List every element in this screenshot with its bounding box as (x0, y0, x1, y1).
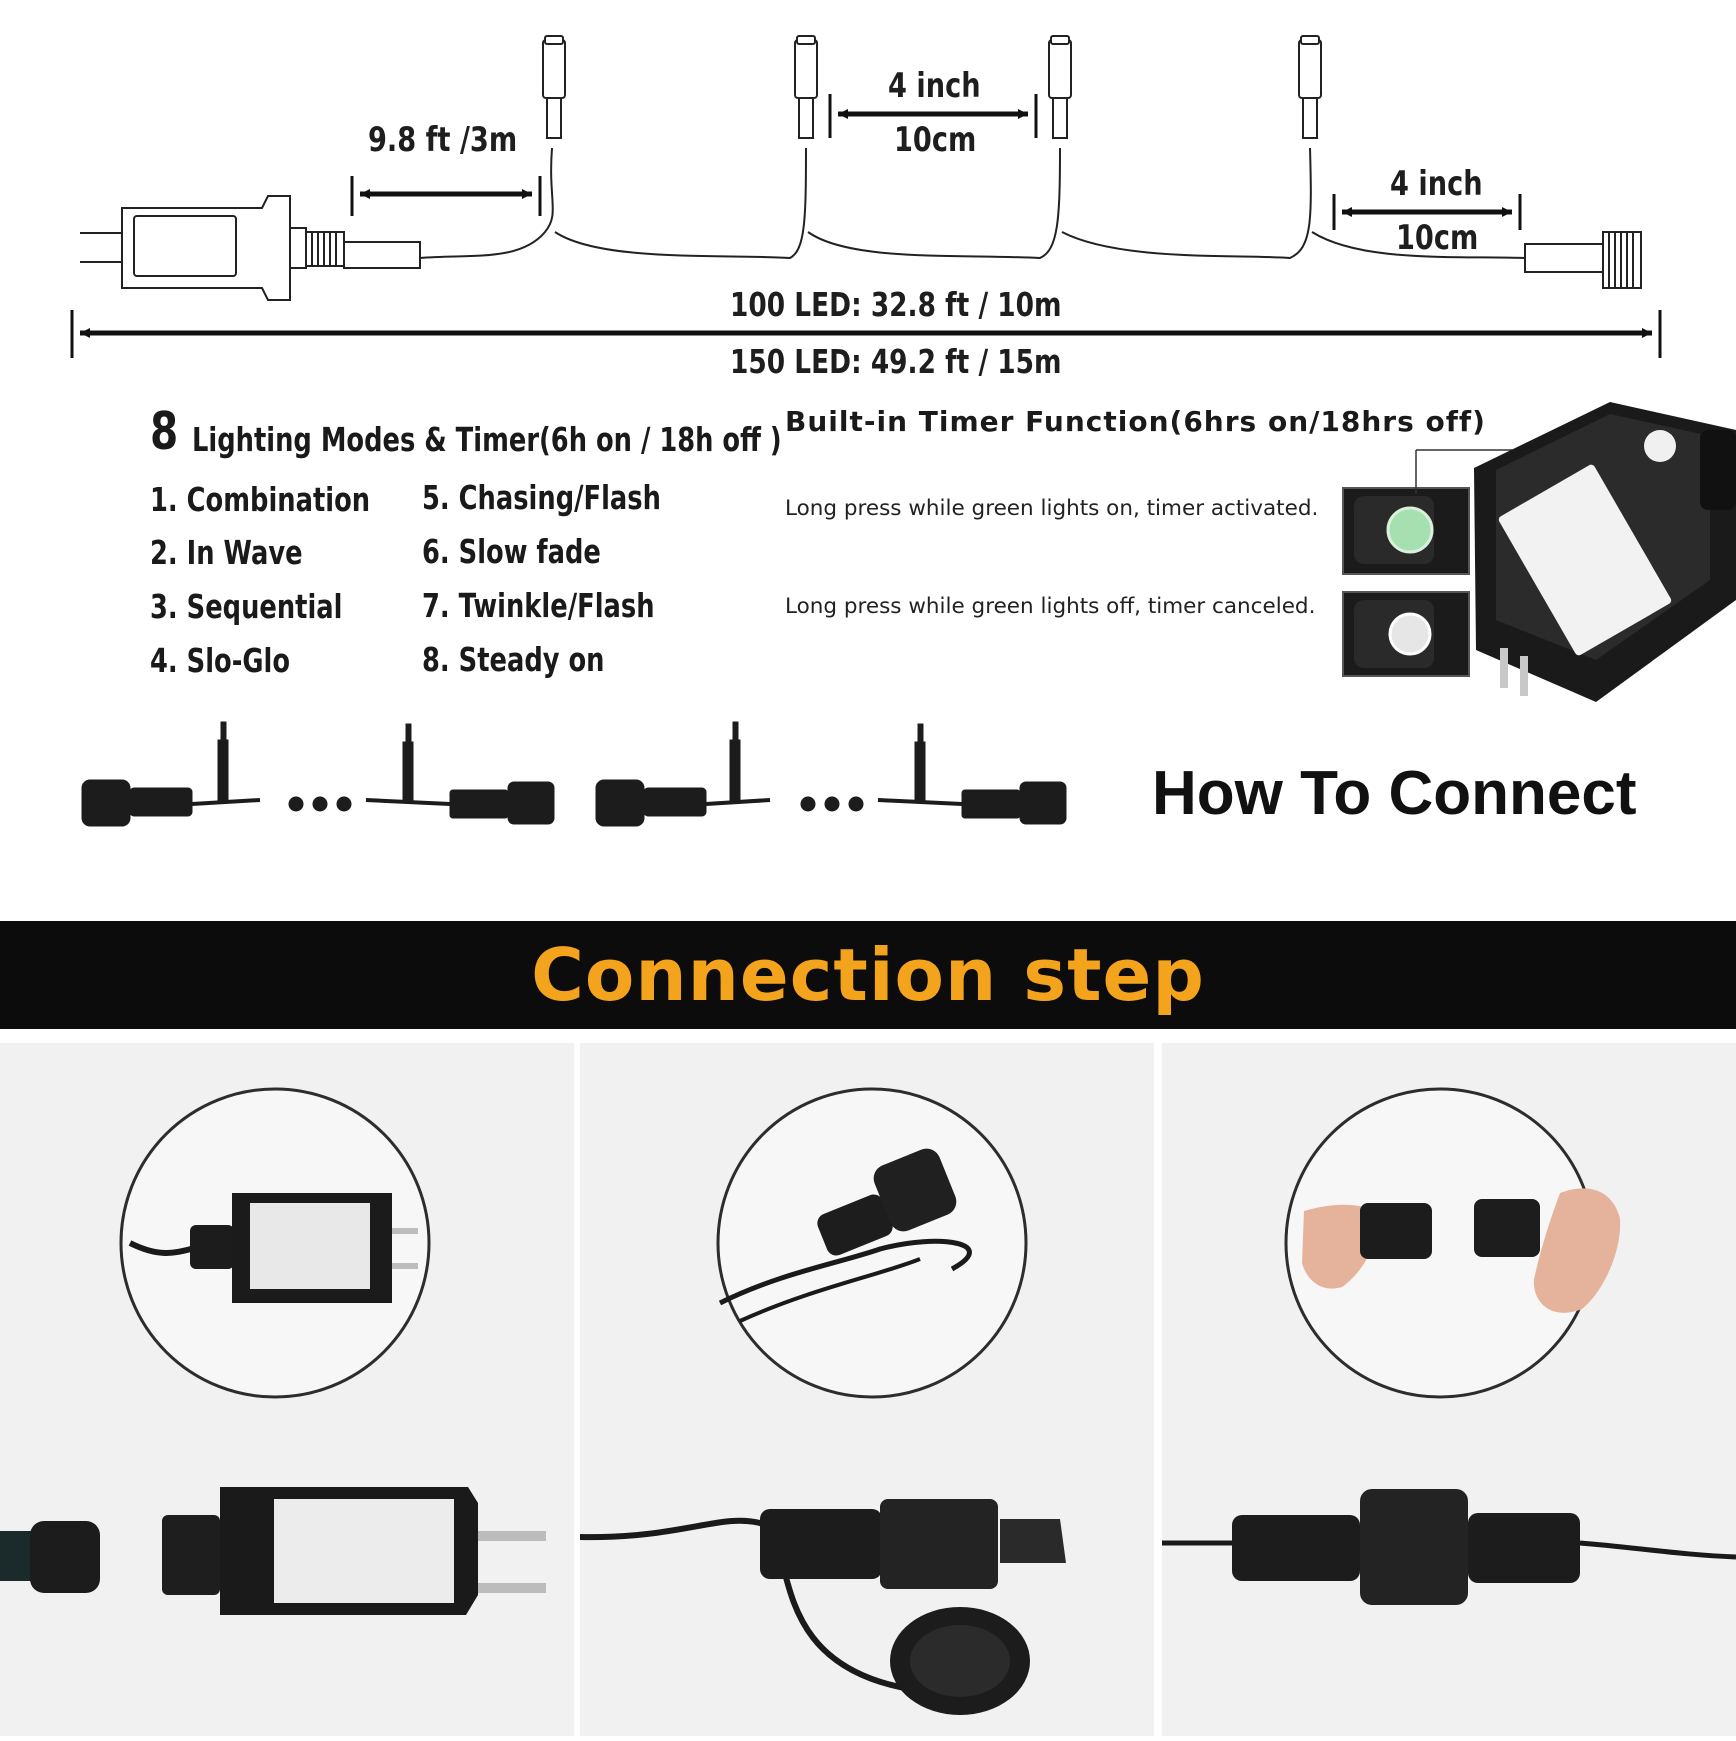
mode-item: 5. Chasing/Flash (422, 478, 661, 517)
power-adapter-icon (80, 195, 421, 301)
wire (419, 147, 1526, 260)
step-1-illustration (0, 1087, 546, 1615)
mode-item: 8. Steady on (422, 640, 605, 679)
step-3-panel (1162, 1043, 1736, 1736)
end-spacing-inch-label: 4 inch (1390, 164, 1483, 204)
mode-item: 4. Slo-Glo (150, 641, 291, 680)
bulb-icon (794, 35, 818, 139)
bulb-icon (1048, 35, 1072, 139)
end-spacing-cm-label: 10cm (1396, 218, 1479, 258)
modes-title: Lighting Modes & Timer(6h on / 18h off ) (192, 420, 782, 459)
bulb-spacing-inch-label: 4 inch (888, 66, 981, 106)
connection-example (81, 721, 1067, 827)
timer-off-button-icon (1342, 591, 1470, 677)
how-to-connect-title: How To Connect (1152, 759, 1637, 828)
step-2-panel (579, 1043, 1154, 1736)
mode-item: 1. Combination (150, 480, 371, 519)
adapter-photo (1474, 402, 1736, 702)
mode-item: 6. Slow fade (422, 532, 601, 571)
timer-title: Built-in Timer Function(6hrs on/18hrs of… (785, 405, 1486, 438)
timer-off-note: Long press while green lights off, timer… (785, 594, 1316, 619)
timer-on-note: Long press while green lights on, timer … (785, 496, 1319, 521)
section-banner (0, 921, 1736, 1029)
bulb-icon (542, 35, 566, 139)
dimension-arrows (70, 94, 1662, 358)
length-150-led-label: 150 LED: 49.2 ft / 15m (730, 342, 1062, 381)
step-3-illustration (1162, 1087, 1736, 1605)
mode-item: 2. In Wave (150, 533, 303, 572)
end-connector-icon (1524, 231, 1642, 289)
bulb-icon (1298, 35, 1322, 139)
step-1-panel (0, 1043, 574, 1736)
modes-count: 8 (150, 402, 179, 462)
bulb-spacing-cm-label: 10cm (894, 120, 977, 160)
length-100-led-label: 100 LED: 32.8 ft / 10m (730, 285, 1062, 324)
mode-item: 7. Twinkle/Flash (422, 586, 655, 625)
banner-title: Connection step (531, 933, 1205, 1017)
lead-length-label: 9.8 ft /3m (368, 120, 518, 160)
step-2-illustration (579, 1087, 1066, 1715)
mode-item: 3. Sequential (150, 587, 343, 626)
string-light-diagram (70, 35, 1736, 827)
timer-on-button-icon (1342, 487, 1470, 575)
